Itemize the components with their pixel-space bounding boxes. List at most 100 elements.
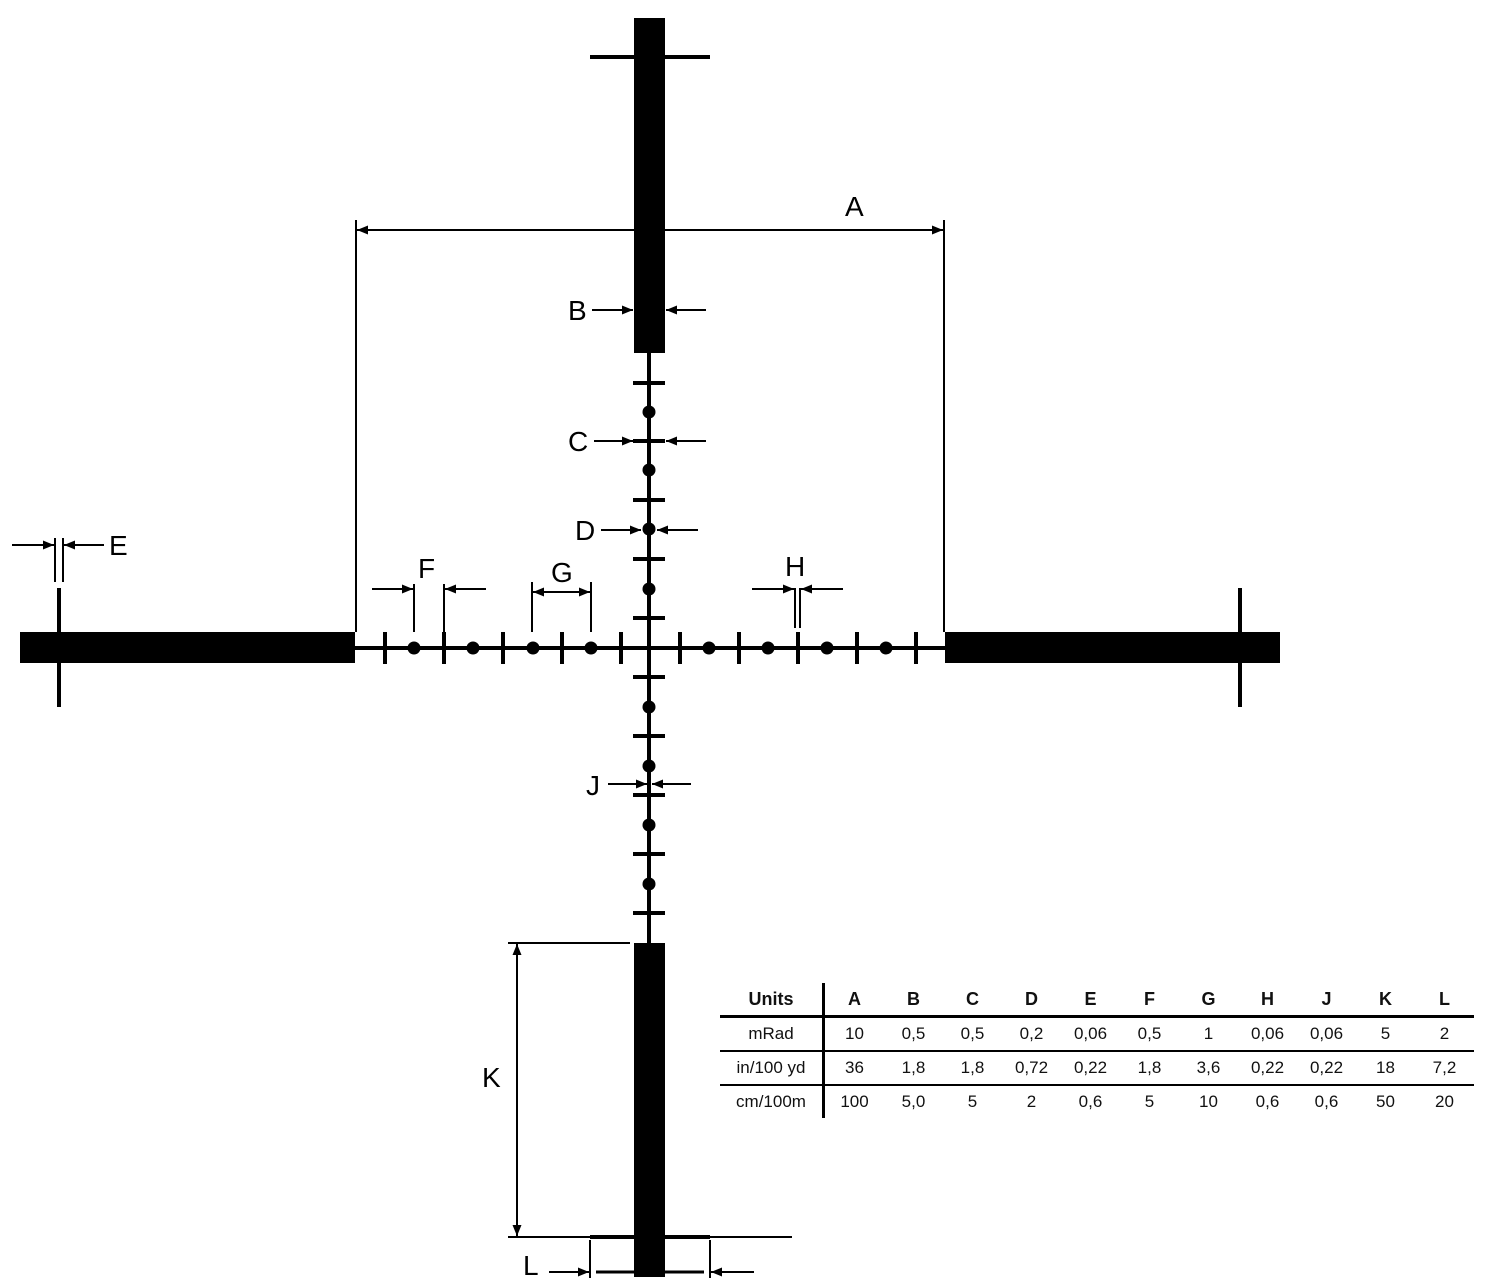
value-cell: 1,8	[884, 1051, 943, 1086]
value-cell: 0,2	[1002, 1016, 1061, 1052]
column-header: A	[823, 983, 884, 1018]
value-cell: 7,2	[1415, 1051, 1474, 1086]
arrow-k-up-head	[512, 944, 522, 955]
units-header: Units	[720, 983, 825, 1018]
column-header: G	[1179, 983, 1238, 1018]
horizontal-dot	[526, 641, 540, 655]
value-cell: 0,5	[1120, 1016, 1179, 1052]
value-cell: 2	[1415, 1016, 1474, 1052]
label-c: C	[568, 426, 588, 457]
value-cell: 0,72	[1002, 1051, 1061, 1086]
value-cell: 0,06	[1061, 1016, 1120, 1052]
column-header: B	[884, 983, 943, 1018]
column-header: F	[1120, 983, 1179, 1018]
horizontal-dot	[820, 641, 834, 655]
value-cell: 5	[1356, 1016, 1415, 1052]
value-cell: 0,6	[1314, 1092, 1339, 1111]
dimension-lines	[54, 220, 945, 1278]
arrow-h-right-head	[801, 584, 812, 594]
vertical-dot	[642, 522, 656, 536]
value-cell: 0,5	[884, 1016, 943, 1052]
value-cell: 1,8	[943, 1051, 1002, 1086]
label-f: F	[418, 553, 435, 584]
arrow-g-left-head	[533, 587, 544, 597]
value-cell: 0,22	[1061, 1051, 1120, 1086]
arrow-c-left-head	[622, 436, 633, 446]
value-cell: 0,5	[943, 1016, 1002, 1052]
value-cell: 0,22	[1297, 1051, 1356, 1086]
horizontal-dot	[466, 641, 480, 655]
unit-name-cell: cm/100m	[720, 1085, 825, 1118]
column-header: H	[1238, 983, 1297, 1018]
value-cell: 100	[840, 1092, 869, 1111]
column-header: K	[1356, 983, 1415, 1018]
arrow-d-right-head	[657, 525, 668, 535]
arrow-a-left-head	[357, 225, 368, 235]
value-cell: 2	[1026, 1092, 1037, 1111]
label-a: A	[845, 191, 864, 222]
label-h: H	[785, 551, 805, 582]
column-header: D	[1002, 983, 1061, 1018]
value-cell: 50	[1376, 1092, 1395, 1111]
arrow-l-right-head	[711, 1267, 722, 1277]
arrow-l-left-head	[578, 1267, 589, 1277]
arrow-j-left-head	[636, 779, 647, 789]
vertical-dot	[642, 463, 656, 477]
arrow-b-right-head	[666, 305, 677, 315]
value-cell: 5	[967, 1092, 978, 1111]
arrow-a-right-head	[932, 225, 943, 235]
value-cell: 5,0	[901, 1092, 926, 1111]
value-cell: 18	[1356, 1051, 1415, 1086]
horizontal-dot	[879, 641, 893, 655]
value-cell: 10	[823, 1016, 884, 1052]
vertical-dot	[642, 582, 656, 596]
vertical-dot	[642, 405, 656, 419]
arrow-j-right-head	[652, 779, 663, 789]
value-cell: 0,6	[1078, 1092, 1103, 1111]
vertical-dot	[642, 818, 656, 832]
right-thick-post	[945, 632, 1280, 663]
arrow-d-left-head	[630, 525, 641, 535]
horizontal-dot	[702, 641, 716, 655]
value-cell: 0,06	[1297, 1016, 1356, 1052]
arrow-g-right-head	[579, 587, 590, 597]
value-cell: 0,6	[1255, 1092, 1280, 1111]
value-cell: 5	[1144, 1092, 1155, 1111]
unit-name-cell: in/100 yd	[720, 1051, 825, 1086]
column-header: E	[1061, 983, 1120, 1018]
value-cell: 1,8	[1120, 1051, 1179, 1086]
vertical-dot	[642, 877, 656, 891]
label-j: J	[586, 770, 600, 801]
vertical-dot	[642, 700, 656, 714]
column-header: C	[943, 983, 1002, 1018]
bottom-thick-post	[634, 943, 665, 1277]
left-thick-post	[20, 632, 355, 663]
arrow-k-down-head	[512, 1225, 522, 1236]
top-thick-post	[634, 18, 665, 353]
arrow-f-left-head	[402, 584, 413, 594]
column-header: J	[1297, 983, 1356, 1018]
label-k: K	[482, 1062, 501, 1093]
label-e: E	[109, 530, 128, 561]
arrow-b-left-head	[622, 305, 633, 315]
arrow-e-right-head	[64, 540, 75, 550]
arrow-c-right-head	[666, 436, 677, 446]
label-g: G	[551, 557, 573, 588]
label-d: D	[575, 515, 595, 546]
unit-name-cell: mRad	[720, 1016, 825, 1052]
value-cell: 1	[1179, 1016, 1238, 1052]
vertical-dot	[642, 759, 656, 773]
value-cell: 0,22	[1238, 1051, 1297, 1086]
value-cell: 0,06	[1238, 1016, 1297, 1052]
label-l: L	[523, 1250, 539, 1281]
value-cell: 10	[1199, 1092, 1218, 1111]
arrow-f-right-head	[445, 584, 456, 594]
column-header: L	[1415, 983, 1474, 1018]
